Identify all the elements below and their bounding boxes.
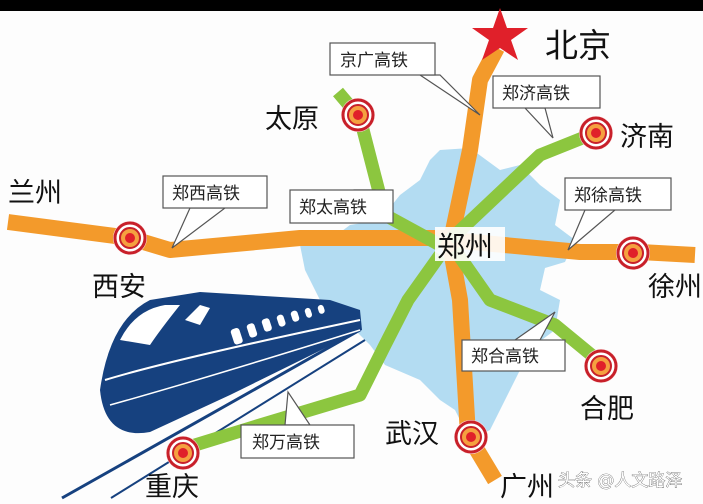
svg-text:郑济高铁: 郑济高铁	[502, 84, 570, 104]
line-zhenghe	[449, 246, 605, 368]
star-icon	[472, 8, 528, 60]
line-zhengxi	[6, 214, 445, 258]
callout-zhengji: 郑济高铁	[492, 75, 601, 139]
top-black-bar	[0, 0, 703, 11]
city-taiyuan: 太原	[265, 104, 319, 135]
city-chongqing: 重庆	[145, 472, 199, 503]
callout-zhengwan: 郑万高铁	[240, 390, 355, 459]
city-wuhan: 武汉	[385, 419, 439, 450]
train-illustration	[61, 292, 366, 500]
svg-text:郑西高铁: 郑西高铁	[172, 184, 240, 204]
city-xuzhou: 徐州	[648, 272, 702, 303]
city-zhengzhou: 郑州	[437, 230, 493, 263]
callout-zhengxi: 郑西高铁	[162, 175, 268, 249]
station-taiyuan-icon	[339, 96, 377, 134]
svg-text:郑合高铁: 郑合高铁	[471, 347, 539, 367]
zhengzhou-label-bg	[435, 227, 505, 261]
callout-zhenghe: 郑合高铁	[461, 311, 566, 372]
station-jinan-icon	[577, 114, 615, 152]
svg-text:郑太高铁: 郑太高铁	[299, 198, 367, 218]
svg-text:郑徐高铁: 郑徐高铁	[574, 186, 642, 206]
city-xian: 西安	[92, 272, 146, 303]
station-xian-icon	[111, 219, 149, 257]
city-guangzhou: 广州	[500, 472, 554, 503]
station-xuzhou-icon	[614, 234, 652, 272]
station-chongqing-icon	[164, 434, 202, 472]
callout-zhengxu: 郑徐高铁	[564, 177, 672, 251]
station-hefei-icon	[582, 347, 620, 385]
line-zhengxu	[449, 232, 696, 263]
train-rail-right	[110, 339, 366, 499]
city-jinan: 济南	[620, 122, 674, 153]
svg-text:郑万高铁: 郑万高铁	[252, 433, 320, 453]
city-lanzhou: 兰州	[8, 178, 62, 209]
train-rail-left	[61, 328, 361, 500]
line-zhengji	[445, 126, 598, 245]
callout-zhengtai: 郑太高铁	[289, 189, 394, 224]
station-wuhan-icon	[452, 418, 490, 456]
svg-text:京广高铁: 京广高铁	[340, 51, 408, 71]
city-beijing: 北京	[545, 26, 611, 65]
watermark: 头条 @人文路泽	[558, 471, 682, 491]
callout-jingguang: 京广高铁	[329, 42, 481, 116]
city-hefei: 合肥	[580, 394, 634, 425]
